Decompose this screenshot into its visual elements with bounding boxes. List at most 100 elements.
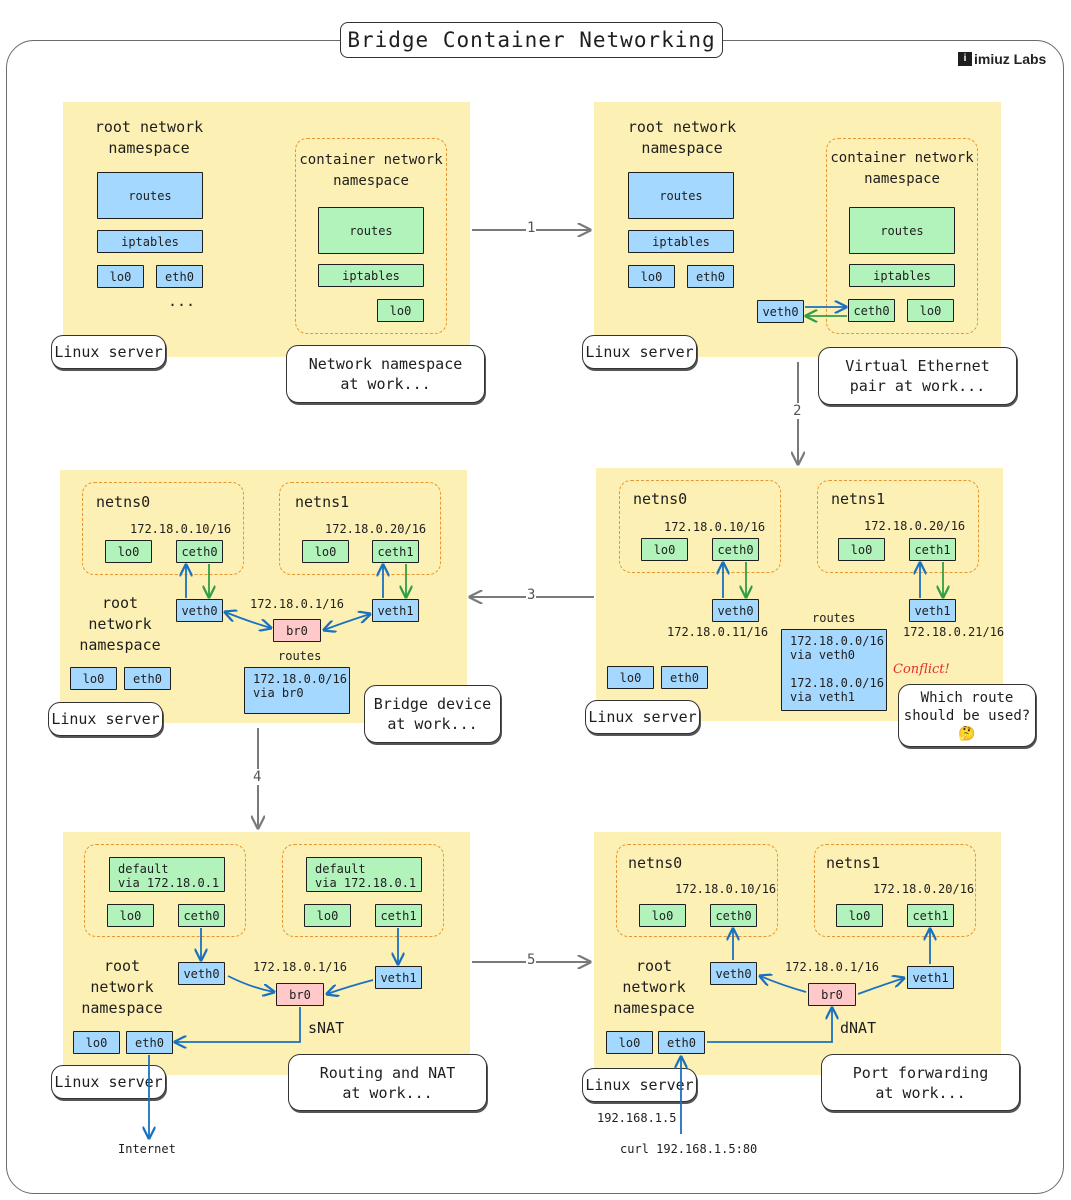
lo0-box: lo0 xyxy=(97,265,144,288)
routes-box-2: routes xyxy=(628,172,734,219)
caption-port-forwarding: Port forwarding at work... xyxy=(821,1054,1020,1111)
netns0-ns-4 xyxy=(619,480,781,573)
lo0-netns0-4: lo0 xyxy=(641,538,688,561)
netns1-label-6: netns1 xyxy=(826,854,881,872)
ceth1-6: ceth1 xyxy=(907,904,954,927)
veth1-3: veth1 xyxy=(372,599,419,622)
lo0-netns0-3: lo0 xyxy=(105,540,152,563)
lo0-5: lo0 xyxy=(73,1031,120,1054)
veth1-ip-4: 172.18.0.21/16 xyxy=(903,625,1005,639)
iptables-box-2: iptables xyxy=(628,230,734,253)
lo0-6: lo0 xyxy=(606,1031,653,1054)
veth1-6: veth1 xyxy=(907,966,954,989)
lo0-netns1-3: lo0 xyxy=(302,540,349,563)
veth0-box-2: veth0 xyxy=(757,300,804,323)
ceth0-6: ceth0 xyxy=(710,904,757,927)
routes-table-4: 172.18.0.0/16 via veth0 172.18.0.0/16 vi… xyxy=(781,629,887,711)
step-3-label: 3 xyxy=(526,587,537,603)
linux-server-label-2: Linux server xyxy=(582,335,697,369)
page-title: Bridge Container Networking xyxy=(340,22,723,58)
netns0-label-6: netns0 xyxy=(628,854,683,872)
lo0-box-2: lo0 xyxy=(628,265,675,288)
root-ns-label-3: root network namespace xyxy=(79,594,161,654)
root-ns-label-6: root network namespace xyxy=(613,957,695,1017)
eth0-5: eth0 xyxy=(126,1031,173,1054)
br0-6: br0 xyxy=(808,983,856,1006)
dnat-label: dNAT xyxy=(840,1019,877,1037)
lo0-3: lo0 xyxy=(70,667,117,690)
container-lo0-box: lo0 xyxy=(377,299,424,322)
step-4-label: 4 xyxy=(252,769,263,785)
netns1-ns-5 xyxy=(282,844,444,937)
veth1-5: veth1 xyxy=(375,966,422,989)
caption-bridge-device: Bridge device at work... xyxy=(364,685,501,743)
netns1-ns-3 xyxy=(279,482,441,575)
linux-server-label-3: Linux server xyxy=(48,702,163,736)
iptables-box: iptables xyxy=(97,230,203,253)
netns0-ip-6: 172.18.0.10/16 xyxy=(675,882,777,896)
ceth1-5: ceth1 xyxy=(375,904,422,927)
netns0-ip-4: 172.18.0.10/16 xyxy=(664,520,766,534)
container-iptables-box-2: iptables xyxy=(849,264,955,287)
eth0-6: eth0 xyxy=(658,1031,705,1054)
ellipsis: ... xyxy=(168,292,196,310)
container-routes-box-2: routes xyxy=(849,207,955,254)
p6-eth0-br0 xyxy=(707,1008,832,1043)
caption-routing-nat: Routing and NAT at work... xyxy=(288,1054,487,1111)
p5-veth1-br0 xyxy=(327,979,374,994)
default-route-netns0: default via 172.18.0.1 xyxy=(109,857,225,892)
lo0-netns1-4: lo0 xyxy=(838,538,885,561)
container-iptables-box: iptables xyxy=(318,264,424,287)
container-ns-label: container network namespace xyxy=(299,152,443,189)
br0-5: br0 xyxy=(276,983,324,1006)
step-5-label: 5 xyxy=(526,952,537,968)
netns1-ns-6 xyxy=(814,844,976,937)
root-ns-label-2: root network namespace xyxy=(627,118,737,157)
ceth0-box-2: ceth0 xyxy=(848,299,895,322)
veth0-4: veth0 xyxy=(712,599,759,622)
veth0-3: veth0 xyxy=(176,599,223,622)
container-routes-box: routes xyxy=(318,207,424,254)
routes-label-3: routes xyxy=(278,649,322,663)
default-route-netns1: default via 172.18.0.1 xyxy=(306,857,422,892)
netns1-label-4: netns1 xyxy=(831,490,886,508)
p5-veth0-br0 xyxy=(227,975,274,992)
curl-label: curl 192.168.1.5:80 xyxy=(620,1142,758,1156)
ceth0-5: ceth0 xyxy=(178,904,225,927)
netns0-ip-3: 172.18.0.10/16 xyxy=(130,522,232,536)
netns1-ip-6: 172.18.0.20/16 xyxy=(873,882,975,896)
caption-virtual-ethernet: Virtual Ethernet pair at work... xyxy=(818,347,1017,405)
brand: i imiuz Labs xyxy=(958,51,1046,67)
imiuz-logo-icon: i xyxy=(958,52,972,66)
container-lo0-box-2: lo0 xyxy=(907,299,954,322)
step-1-label: 1 xyxy=(526,220,537,236)
host-ip-label: 192.168.1.5 xyxy=(597,1111,677,1125)
root-ns-label: root network namespace xyxy=(94,118,204,157)
veth1-4: veth1 xyxy=(909,599,956,622)
bridge-ip-5: 172.18.0.1/16 xyxy=(253,960,347,974)
netns0-label-3: netns0 xyxy=(96,493,151,511)
p6-br0-veth0 xyxy=(760,976,807,993)
p6-br0-veth1 xyxy=(857,978,904,995)
container-ns-2 xyxy=(826,138,978,334)
netns0-ns-3 xyxy=(82,482,244,575)
ceth1-3: ceth1 xyxy=(372,540,419,563)
routes-table-3: 172.18.0.0/16 via br0 xyxy=(244,667,350,714)
root-ns-label-5: root network namespace xyxy=(81,957,163,1017)
lo0-4: lo0 xyxy=(607,666,654,689)
netns1-label-3: netns1 xyxy=(295,493,350,511)
p3-veth0-br0 xyxy=(225,612,271,628)
eth0-box: eth0 xyxy=(156,265,203,288)
internet-label: Internet xyxy=(118,1142,176,1156)
ceth1-4: ceth1 xyxy=(909,538,956,561)
container-ns-label-2: container network namespace xyxy=(830,150,974,187)
p5-br0-eth0 xyxy=(175,1007,301,1042)
linux-server-label: Linux server xyxy=(51,335,166,369)
conflict-label: Conflict! xyxy=(893,662,950,677)
netns1-ip-3: 172.18.0.20/16 xyxy=(325,522,427,536)
bridge-ip-6: 172.18.0.1/16 xyxy=(785,960,879,974)
netns0-label-4: netns0 xyxy=(633,490,688,508)
veth0-ip-4: 172.18.0.11/16 xyxy=(667,625,769,639)
routes-box: routes xyxy=(97,172,203,219)
container-ns xyxy=(295,138,447,334)
